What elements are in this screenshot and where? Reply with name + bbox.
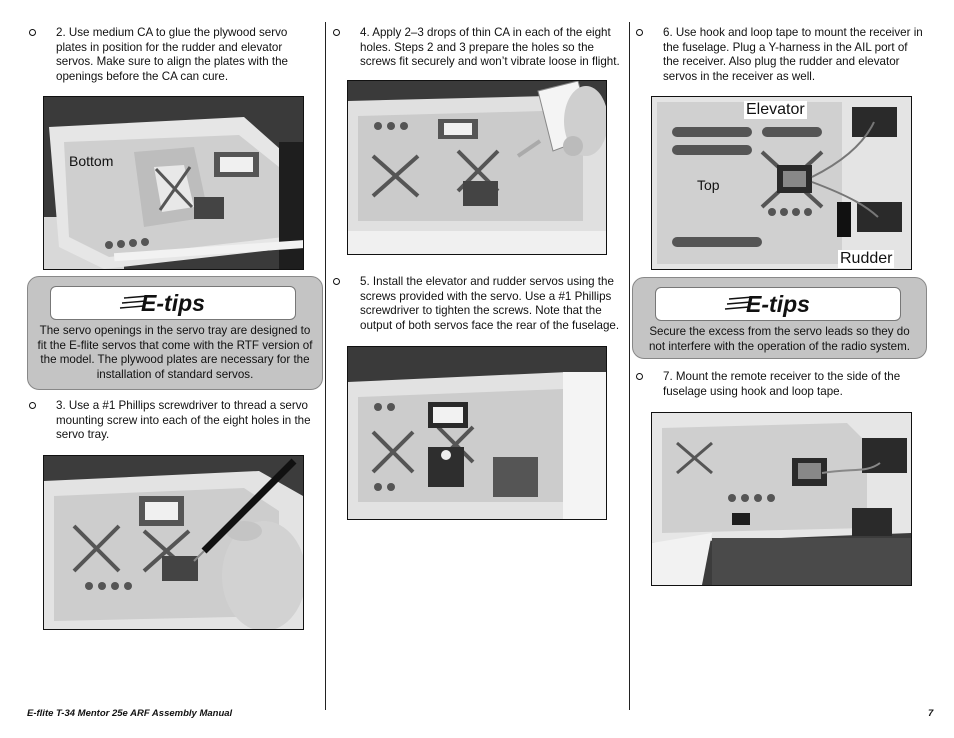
step-7-text: 7. Mount the remote receiver to the side…: [663, 370, 901, 398]
checkbox-bullet-icon: [333, 29, 340, 36]
screwdriver-photo-illustration: [44, 456, 303, 629]
checkbox-bullet-icon: [636, 29, 643, 36]
step-5-text: 5. Install the elevator and rudder servo…: [360, 275, 620, 332]
remote-receiver-photo-illustration: [652, 413, 911, 585]
checkbox-bullet-icon: [333, 278, 340, 285]
checkbox-bullet-icon: [29, 29, 36, 36]
photo-screwdriver-servo-tray: [43, 455, 304, 630]
column-divider-left: [325, 22, 326, 710]
etips-logo-icon: E-tips: [119, 290, 205, 316]
photo-remote-receiver: [651, 412, 912, 586]
receiver-photo-illustration: [652, 97, 911, 269]
etips-text-2: Secure the excess from the servo leads s…: [648, 325, 910, 353]
etips-box-2: E-tips Secure the excess from the servo …: [632, 277, 927, 359]
step-6-text: 6. Use hook and loop tape to mount the r…: [663, 26, 923, 83]
etips-text-1: The servo openings in the servo tray are…: [37, 324, 313, 381]
photo-thin-ca-drops: [347, 80, 607, 255]
photo-label-elevator: Elevator: [744, 101, 807, 119]
photo-servos-installed: [347, 346, 607, 520]
photo-servo-tray-bottom: Bottom: [43, 96, 304, 270]
checkbox-bullet-icon: [29, 402, 36, 409]
photo-label-top: Top: [697, 177, 720, 193]
etips-logo-icon: E-tips: [724, 291, 810, 317]
step-4-text: 4. Apply 2–3 drops of thin CA in each of…: [360, 26, 620, 69]
etips-logo-text: E-tips: [141, 290, 205, 316]
step-2-text: 2. Use medium CA to glue the plywood ser…: [56, 26, 288, 83]
photo-label-bottom: Bottom: [69, 153, 114, 169]
ca-bottle-photo-illustration: [348, 81, 606, 254]
checkbox-bullet-icon: [636, 373, 643, 380]
photo-receiver-mounted: Elevator Top Rudder: [651, 96, 912, 270]
servos-installed-photo-illustration: [348, 347, 606, 519]
step-3-text: 3. Use a #1 Phillips screwdriver to thre…: [56, 399, 311, 442]
footer-page-number: 7: [928, 708, 934, 719]
etips-logo-frame: E-tips: [655, 287, 901, 321]
servo-tray-photo-illustration: [44, 97, 303, 269]
photo-label-rudder: Rudder: [838, 250, 895, 268]
etips-logo-text: E-tips: [746, 291, 810, 317]
etips-box-1: E-tips The servo openings in the servo t…: [27, 276, 323, 390]
footer-manual-title: E-flite T-34 Mentor 25e ARF Assembly Man…: [27, 708, 233, 719]
column-divider-right: [629, 22, 630, 710]
etips-logo-frame: E-tips: [50, 286, 296, 320]
